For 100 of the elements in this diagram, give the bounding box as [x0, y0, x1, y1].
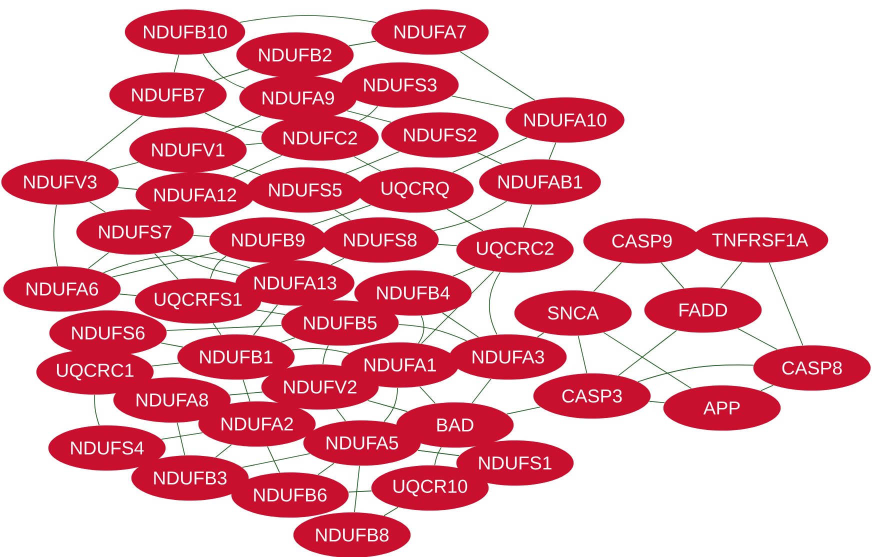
node-label: BAD — [437, 418, 474, 432]
protein-node: UQCRC1 — [36, 349, 154, 395]
network-edge — [256, 310, 286, 315]
network-edge — [660, 262, 684, 289]
network-edge — [204, 112, 264, 133]
network-edge — [210, 256, 227, 279]
protein-node: NDUFS3 — [341, 62, 459, 108]
network-edge — [419, 386, 436, 404]
protein-node: CASP8 — [753, 345, 871, 391]
network-edge — [312, 204, 372, 226]
network-edge — [648, 400, 666, 404]
network-edge — [638, 364, 754, 382]
network-edge — [53, 204, 58, 267]
network-edge — [452, 137, 528, 173]
network-edge — [460, 51, 536, 101]
protein-node: NDUFB10 — [124, 9, 246, 55]
protein-node: NDUFA10 — [506, 97, 624, 143]
network-edge — [103, 255, 250, 274]
network-edge — [170, 250, 240, 276]
protein-node: NDUFA6 — [3, 266, 121, 312]
protein-node: NDUFB8 — [293, 512, 411, 557]
protein-node: NDUFS5 — [246, 167, 364, 213]
network-edge — [334, 209, 351, 221]
node-label: NDUFS6 — [72, 326, 145, 340]
network-edge — [292, 348, 350, 354]
protein-node: NDUFB9 — [209, 217, 327, 263]
network-edge — [330, 258, 344, 266]
network-edge — [768, 262, 804, 346]
protein-node: NDUFV1 — [129, 127, 247, 173]
network-edge — [280, 337, 296, 343]
network-edge — [239, 15, 377, 23]
network-edge — [603, 332, 692, 389]
protein-node: NDUFB4 — [354, 270, 472, 316]
network-edge — [322, 345, 329, 364]
network-edge — [472, 378, 492, 404]
protein-node: NDUFA12 — [136, 172, 254, 218]
network-edge — [446, 208, 484, 232]
network-edge — [354, 466, 360, 512]
network-edge — [213, 69, 250, 81]
network-edge — [318, 462, 334, 476]
protein-node: UQCRQ — [356, 167, 474, 213]
network-edge — [760, 384, 774, 392]
network-edge — [438, 244, 458, 246]
network-edge — [434, 446, 442, 466]
network-edge — [267, 446, 280, 473]
protein-node: NDUFA3 — [449, 334, 567, 380]
network-edge — [548, 142, 556, 160]
network-edge — [417, 450, 460, 456]
network-edge — [244, 142, 264, 146]
network-edge — [336, 408, 346, 422]
network-edge — [225, 115, 261, 133]
network-edge — [116, 187, 138, 190]
network-edge — [232, 164, 262, 176]
network-edge — [348, 40, 376, 46]
network-edge — [229, 392, 263, 396]
protein-node: NDUFV3 — [1, 159, 119, 205]
protein-node: NDUFA5 — [303, 420, 421, 466]
protein-node: NDUFAB1 — [479, 159, 601, 205]
network-edge — [578, 335, 588, 374]
network-edge — [358, 106, 378, 122]
network-edge — [384, 506, 398, 516]
network-edge — [89, 201, 106, 213]
network-edge — [151, 362, 180, 366]
node-label: NDUFS3 — [364, 78, 437, 92]
network-edge — [242, 453, 310, 468]
network-edge — [212, 322, 222, 336]
network-edge — [451, 96, 514, 110]
protein-node: SNCA — [514, 290, 632, 336]
protein-node: NDUFB7 — [109, 72, 227, 118]
node-label: NDUFA5 — [326, 436, 398, 450]
protein-node: UQCRC2 — [456, 227, 574, 273]
node-label: NDUFB5 — [304, 316, 377, 330]
protein-node: NDUFC2 — [261, 115, 379, 161]
protein-node: NDUFS2 — [381, 112, 499, 158]
node-label: NDUFA9 — [262, 91, 334, 105]
network-edge — [176, 422, 186, 456]
protein-node: NDUFB3 — [131, 455, 249, 501]
network-edge — [367, 400, 408, 412]
protein-node: NDUFS7 — [76, 209, 194, 255]
network-edge — [202, 53, 245, 89]
protein-node: APP — [663, 385, 781, 431]
network-edge — [398, 324, 467, 342]
protein-node: CASP9 — [583, 218, 701, 264]
network-edge — [618, 330, 677, 376]
network-edge — [174, 54, 180, 73]
network-edge — [477, 152, 502, 164]
network-edge — [536, 332, 544, 338]
protein-node: NDUFB5 — [281, 300, 399, 346]
protein-node: NDUFS6 — [49, 310, 167, 356]
network-edge — [160, 342, 184, 348]
network-edge — [737, 328, 778, 350]
network-edge — [433, 200, 508, 231]
network-edge — [192, 235, 210, 237]
network-edge — [346, 110, 392, 123]
network-edge — [242, 379, 250, 402]
network-edge — [345, 151, 400, 174]
network-edge — [348, 490, 372, 492]
node-label: NDUFC2 — [284, 131, 357, 145]
protein-node: NDUFB2 — [236, 32, 354, 78]
node-label: NDUFA3 — [472, 350, 544, 364]
